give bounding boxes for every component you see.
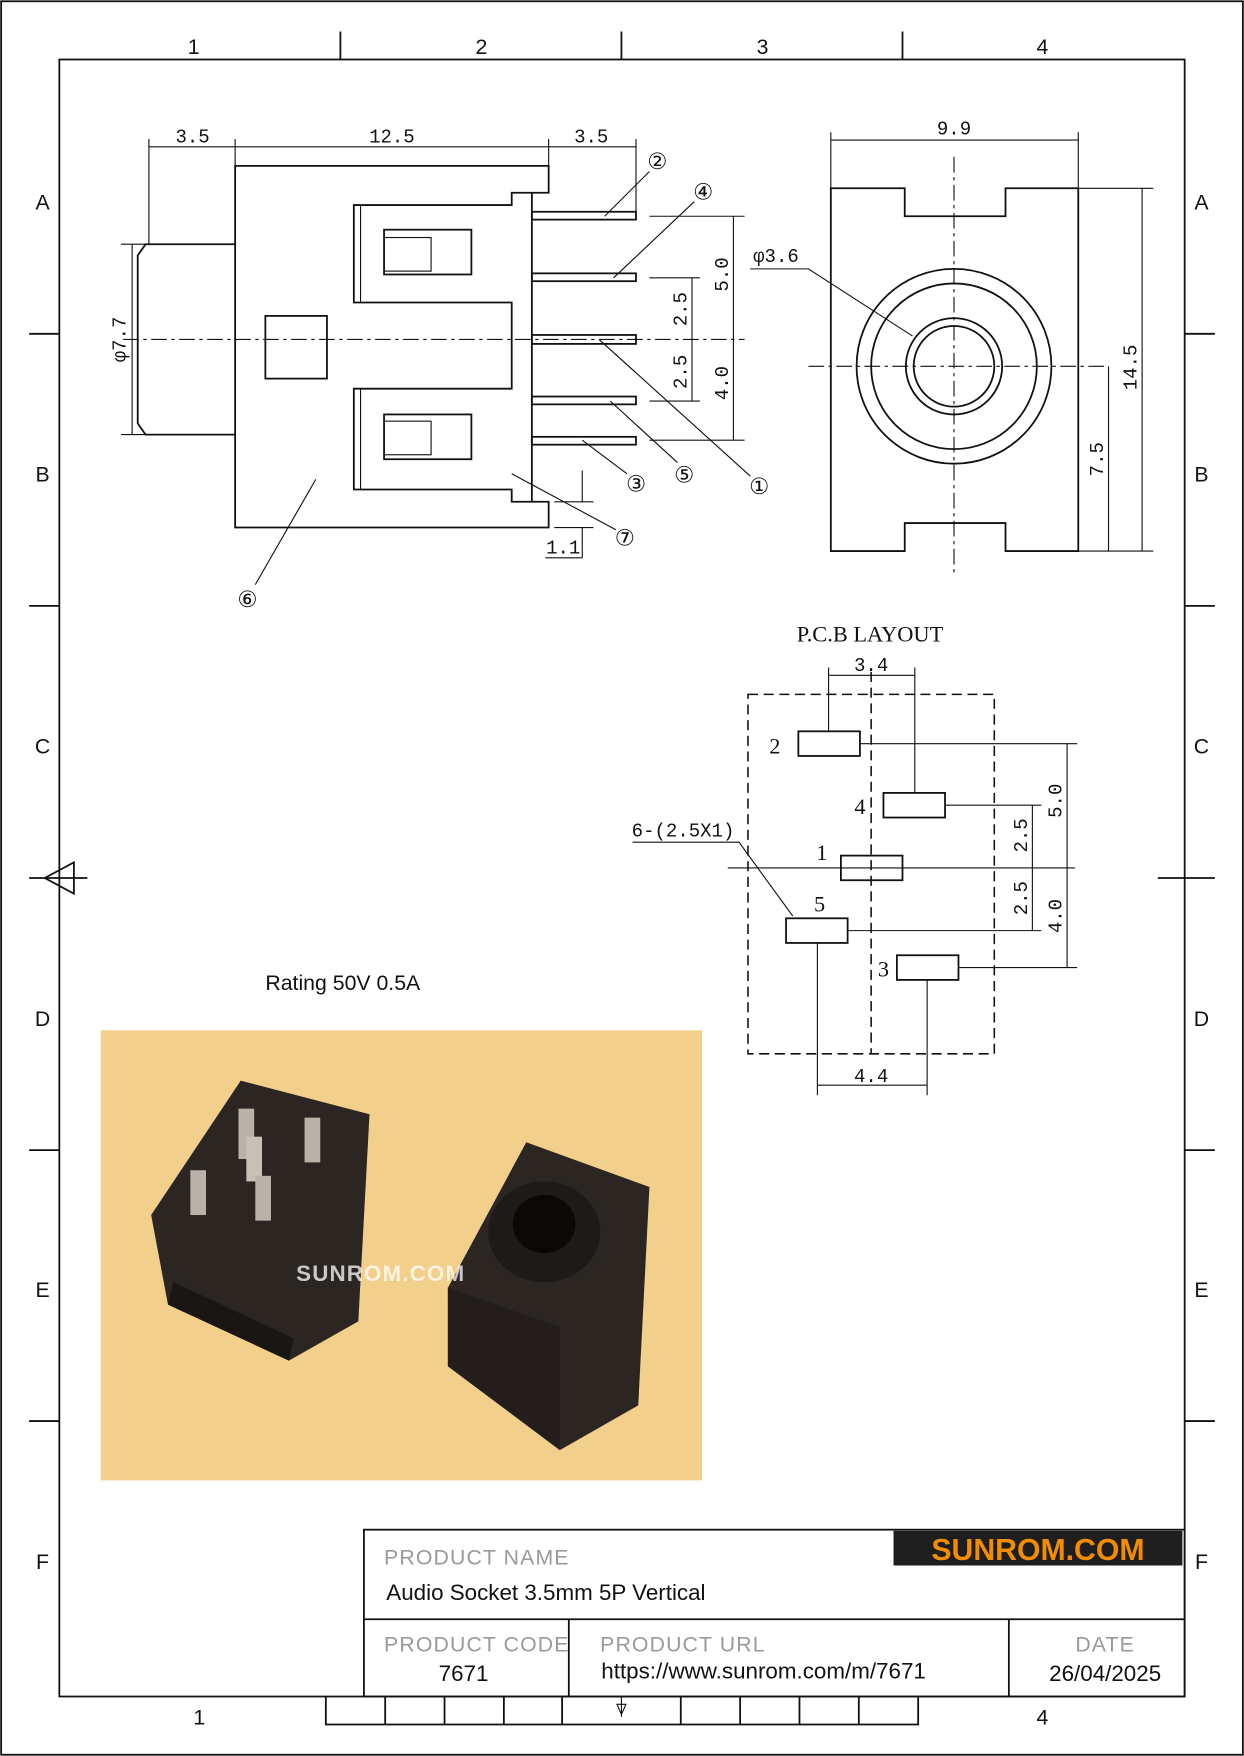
pad-label: 3 bbox=[878, 957, 889, 982]
pad-size-note: 6-(2.5X1) bbox=[632, 821, 735, 843]
pad-label: 5 bbox=[814, 892, 825, 917]
svg-text:A: A bbox=[1194, 191, 1209, 215]
side-view: 3.5 12.5 3.5 φ7.7 5.0 4.0 2.5 2.5 1.1 ② … bbox=[109, 126, 769, 612]
svg-text:A: A bbox=[35, 191, 50, 215]
front-view: 9.9 14.5 7.5 φ3.6 bbox=[750, 119, 1154, 577]
column-dividers bbox=[339, 31, 904, 60]
dim-top: 3.4 bbox=[854, 655, 888, 677]
svg-text:C: C bbox=[1194, 735, 1209, 759]
dim-diameter: φ7.7 bbox=[109, 317, 131, 363]
product-name-label: PRODUCT NAME bbox=[384, 1545, 570, 1569]
connector-front-view bbox=[447, 1142, 650, 1451]
callout-3: ③ bbox=[626, 472, 646, 497]
dim-front-length: 3.5 bbox=[175, 126, 209, 148]
dim-center-height: 7.5 bbox=[1087, 442, 1109, 476]
dim-pin-span-top: 5.0 bbox=[712, 257, 734, 291]
product-code: 7671 bbox=[439, 1661, 489, 1686]
callout-5: ⑤ bbox=[674, 463, 694, 488]
logo-text: SUNROM.COM bbox=[931, 1534, 1144, 1567]
column-label: 2 bbox=[476, 35, 488, 59]
svg-text:C: C bbox=[35, 735, 50, 759]
row-labels-left: A B C D E F bbox=[35, 191, 51, 1574]
svg-text:E: E bbox=[35, 1278, 49, 1302]
dim-height: 14.5 bbox=[1121, 345, 1143, 391]
svg-text:F: F bbox=[36, 1550, 49, 1574]
photo-watermark: SUNROM.COM bbox=[296, 1261, 465, 1286]
sunrom-logo bbox=[893, 1530, 1183, 1566]
svg-text:D: D bbox=[35, 1007, 50, 1031]
callout-4: ④ bbox=[693, 179, 713, 204]
callout-7: ⑦ bbox=[615, 525, 635, 550]
callout-6: ⑥ bbox=[237, 587, 257, 612]
pins bbox=[530, 210, 637, 446]
dim-pitch: 2.5 bbox=[1011, 881, 1033, 915]
date: 26/04/2025 bbox=[1049, 1661, 1161, 1686]
dim-pin-pitch: 2.5 bbox=[670, 355, 692, 389]
callout-2: ② bbox=[647, 149, 667, 174]
pad-label: 4 bbox=[854, 794, 865, 819]
column-label: 1 bbox=[188, 35, 200, 59]
dim-body-length: 12.5 bbox=[369, 126, 415, 148]
centering-mark-icon bbox=[42, 860, 75, 896]
product-url-label: PRODUCT URL bbox=[600, 1633, 766, 1657]
dim-width: 9.9 bbox=[937, 119, 971, 141]
dim-offset: 1.1 bbox=[546, 537, 580, 559]
product-url: https://www.sunrom.com/m/7671 bbox=[601, 1659, 926, 1684]
dim-bottom: 4.4 bbox=[854, 1066, 888, 1088]
product-photo: SUNROM.COM bbox=[100, 1030, 703, 1481]
dim-pin-length: 3.5 bbox=[574, 126, 608, 148]
svg-text:F: F bbox=[1195, 1550, 1208, 1574]
date-label: DATE bbox=[1075, 1633, 1135, 1657]
dim-pitch: 2.5 bbox=[1011, 818, 1033, 852]
center-mark-icon bbox=[616, 1703, 627, 1716]
pcb-layout: P.C.B LAYOUT 2 4 1 5 3 3.4 4.4 5.0 4.0 2… bbox=[632, 622, 1078, 1096]
title-block: SUNROM.COM PRODUCT NAME Audio Socket 3.5… bbox=[363, 1528, 1186, 1698]
product-code-label: PRODUCT CODE bbox=[384, 1633, 570, 1657]
connector-back-view bbox=[151, 1080, 370, 1361]
dim-pin-span-bottom: 4.0 bbox=[712, 366, 734, 400]
pad-label: 2 bbox=[769, 734, 780, 759]
rating-text: Rating 50V 0.5A bbox=[265, 971, 421, 995]
dim-span-bottom: 4.0 bbox=[1045, 899, 1067, 933]
pcb-layout-title: P.C.B LAYOUT bbox=[797, 622, 944, 647]
svg-text:B: B bbox=[1194, 463, 1208, 487]
product-name: Audio Socket 3.5mm 5P Vertical bbox=[386, 1580, 705, 1605]
dim-hole: φ3.6 bbox=[753, 246, 799, 268]
column-label: 1 bbox=[193, 1706, 205, 1730]
dim-pin-pitch: 2.5 bbox=[670, 292, 692, 326]
column-label: 4 bbox=[1037, 1706, 1049, 1730]
callout-1: ① bbox=[749, 474, 769, 499]
column-label: 3 bbox=[757, 35, 769, 59]
row-labels-right: A B C D E F bbox=[1194, 191, 1210, 1574]
svg-text:B: B bbox=[35, 463, 49, 487]
row-ticks bbox=[29, 332, 1215, 1422]
svg-text:D: D bbox=[1194, 1007, 1209, 1031]
bottom-ruler: 1 4 bbox=[193, 1696, 1049, 1730]
svg-text:E: E bbox=[1194, 1278, 1208, 1302]
column-label: 4 bbox=[1037, 35, 1049, 59]
dim-span-top: 5.0 bbox=[1045, 784, 1067, 818]
pad-label: 1 bbox=[816, 840, 827, 865]
